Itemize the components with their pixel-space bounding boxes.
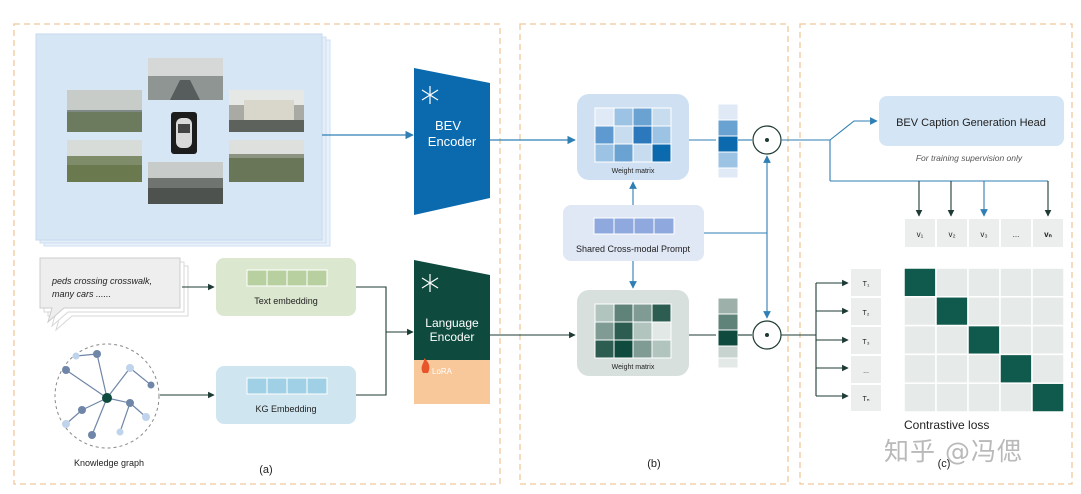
matrix-cell-positive (999, 353, 1033, 384)
t-label-4: ... (863, 368, 869, 375)
camera-front-right-image (229, 90, 304, 132)
shared-prompt-label: Shared Cross-modal Prompt (576, 244, 691, 254)
matrix-cell (1031, 353, 1065, 384)
matrix-cell-positive (935, 296, 969, 327)
matrix-cell (935, 382, 969, 413)
ego-car-icon (171, 112, 197, 154)
v-label-4: ... (1013, 230, 1020, 239)
panel-b-frame (519, 23, 789, 485)
matrix-cell (903, 296, 937, 327)
text-embedding-tokens (246, 269, 328, 287)
matrix-cell-positive (903, 267, 937, 298)
text-input-line1: peds crossing crosswalk, (51, 276, 152, 286)
matrix-cell (903, 382, 937, 413)
t-label-n: Tₙ (862, 396, 869, 403)
v-label-1: v₁ (917, 230, 924, 239)
matrix-cell (903, 353, 937, 384)
kg-embedding-tokens (246, 377, 328, 395)
weight-matrix-top-grid (594, 107, 672, 163)
v-label-n: vₙ (1044, 230, 1052, 239)
matrix-cell (967, 296, 1001, 327)
matrix-cell (903, 324, 937, 356)
caption-head-box (879, 96, 1064, 146)
kg-embedding-box (216, 366, 356, 424)
v-label-2: v₂ (948, 230, 955, 239)
matrix-cell (1031, 324, 1065, 356)
matrix-cell (935, 353, 969, 384)
matrix-cell (967, 382, 1001, 413)
matrix-cell (1031, 267, 1065, 298)
panel-a-label: (a) (259, 464, 272, 476)
matrix-cell (1031, 296, 1065, 327)
t-label-1: T₁ (863, 281, 870, 288)
matrix-cell (999, 324, 1033, 356)
snowflake-icon (421, 86, 439, 104)
matrix-cell-positive (1031, 382, 1065, 413)
knowledge-graph-label: Knowledge graph (74, 458, 144, 468)
bev-encoder-label-line2: Encoder (428, 134, 477, 149)
weight-matrix-bottom-label: Weight matrix (612, 364, 655, 371)
bev-feature-vector (717, 103, 739, 179)
language-encoder-label-line2: Encoder (430, 330, 475, 344)
camera-front-left-image (67, 90, 142, 132)
panel-c-label: (c) (938, 458, 951, 470)
contrastive-matrix (903, 267, 1065, 413)
knowledge-graph-icon (54, 343, 160, 449)
t-label-3: T₃ (862, 339, 869, 346)
text-input-bubble (39, 257, 189, 332)
bev-encoder-label-line1: BEV (435, 118, 461, 133)
language-encoder (414, 260, 490, 360)
bev-encoder (414, 68, 490, 215)
text-input-line2: many cars ...... (52, 289, 111, 299)
weight-matrix-top-label: Weight matrix (612, 168, 655, 175)
shared-prompt-tokens (593, 217, 675, 235)
v-label-3: v₃ (980, 230, 987, 239)
camera-back-left-image (67, 140, 142, 182)
matrix-cell (999, 267, 1033, 298)
panel-c-frame (799, 23, 1073, 485)
watermark: 知乎 @冯偲 (884, 437, 1023, 466)
matrix-cell (999, 296, 1033, 327)
language-encoder-label-line1: Language (425, 316, 479, 330)
t-header-column (849, 267, 883, 413)
camera-front-image (148, 58, 223, 100)
matrix-cell-positive (967, 324, 1001, 356)
weight-matrix-bottom-grid (594, 303, 672, 359)
camera-back-right-image (229, 140, 304, 182)
text-embedding-label: Text embedding (254, 296, 318, 306)
camera-back-image (148, 162, 223, 204)
t-label-2: T₂ (863, 310, 870, 317)
matrix-cell (999, 382, 1033, 413)
matrix-cell (967, 353, 1001, 384)
matrix-cell (935, 324, 969, 356)
language-feature-vector (717, 297, 739, 369)
matrix-cell (967, 267, 1001, 298)
v-header-row (903, 217, 1065, 249)
fire-icon (421, 358, 430, 373)
panel-b-label: (b) (647, 458, 660, 470)
arrow-to-caption-head (829, 117, 878, 141)
contrastive-loss-label: Contrastive loss (904, 418, 989, 432)
kg-embedding-label: KG Embedding (255, 404, 316, 414)
caption-head-note: For training supervision only (916, 153, 1023, 163)
snowflake-icon (421, 274, 439, 292)
caption-head-label: BEV Caption Generation Head (896, 117, 1046, 129)
matrix-cell (935, 267, 969, 298)
text-embedding-box (216, 258, 356, 316)
lora-label: LoRA (432, 367, 453, 376)
panel-a-frame (13, 23, 501, 485)
embedding-merge-line (356, 286, 387, 396)
